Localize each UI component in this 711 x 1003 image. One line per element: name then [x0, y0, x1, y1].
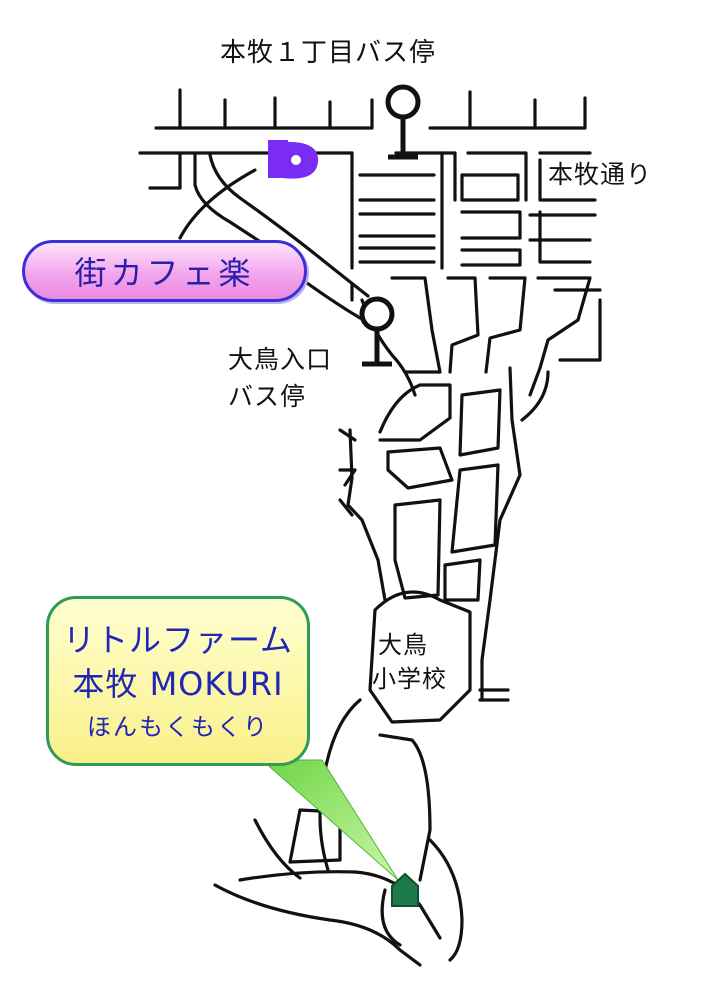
farm-name-line1: リトルファーム	[62, 621, 294, 659]
parking-icon	[268, 140, 319, 179]
lower-block-5	[393, 498, 442, 600]
lower-block-2	[386, 446, 454, 490]
mid-road-c	[484, 276, 527, 374]
cafe-callout[interactable]: 街カフェ楽	[22, 240, 307, 302]
house-icon	[391, 872, 419, 907]
block-row-1	[358, 173, 436, 202]
label-bus-stop-top: 本牧１丁目バス停	[220, 38, 437, 68]
block-row-3	[358, 246, 436, 264]
south-road-3	[253, 818, 302, 880]
mid-road-a	[390, 276, 442, 374]
school-block	[368, 590, 472, 724]
block-east-3	[460, 248, 522, 267]
south-road-east	[428, 838, 464, 962]
side-wiggles	[338, 428, 357, 517]
lower-block-3	[458, 388, 502, 457]
left-road-a	[148, 153, 182, 190]
cafe-name: 街カフェ楽	[74, 254, 255, 292]
label-bus-stop-mid-1: 大鳥入口	[228, 345, 333, 374]
top-road-lower-edge	[138, 151, 592, 202]
farm-name-reading: ほんもくもくり	[87, 713, 269, 741]
label-school-2: 小学校	[372, 665, 447, 693]
mid-road-e	[553, 288, 602, 362]
farm-callout[interactable]: リトルファーム 本牧 MOKURI ほんもくもくり	[46, 596, 310, 766]
lower-east-edge-2	[520, 370, 550, 422]
block-row-2	[358, 212, 436, 238]
right-blocks	[528, 213, 597, 242]
street-branch	[538, 158, 597, 264]
south-road-2	[213, 883, 422, 967]
farm-name-line2: 本牧 MOKURI	[72, 665, 284, 703]
lower-block-6	[443, 558, 482, 602]
block-east-2	[460, 210, 522, 240]
bus-stop-icon-mid	[359, 296, 395, 367]
left-road-c	[208, 153, 370, 298]
south-loop	[380, 888, 402, 947]
mid-road-b	[446, 276, 480, 374]
bus-stop-icon-top	[385, 84, 421, 160]
lower-block-4	[450, 463, 500, 554]
south-road-inner	[378, 733, 432, 882]
school-road-east	[478, 688, 510, 702]
label-bus-stop-mid-2: バス停	[228, 382, 307, 411]
label-school-1: 大鳥	[378, 631, 428, 659]
lower-east-edge	[480, 366, 522, 702]
lower-block-1	[378, 383, 452, 442]
mid-road-d	[528, 276, 592, 397]
label-street: 本牧通り	[548, 160, 653, 189]
cafe-pointer-line	[178, 168, 257, 240]
top-road-upper-edge	[154, 88, 587, 130]
block-east-1	[460, 173, 520, 202]
